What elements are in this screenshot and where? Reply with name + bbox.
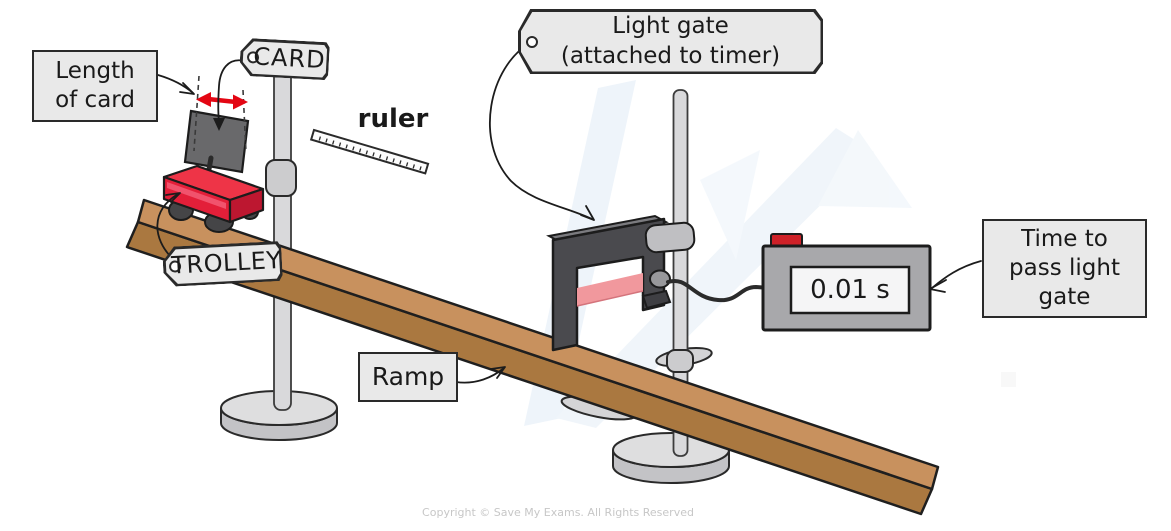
label-line: gate xyxy=(1038,283,1091,310)
ramp-label: Ramp xyxy=(358,352,458,402)
light-gate-tag-arrowhead xyxy=(580,205,595,221)
time-to-pass-label: Time to pass light gate xyxy=(982,219,1147,318)
left-stand-collar xyxy=(265,159,297,197)
light-gate-tag-string xyxy=(489,42,593,220)
annotation-arrows xyxy=(156,42,982,384)
label-line: Length xyxy=(55,58,135,85)
card-length-markers xyxy=(193,75,248,153)
trolley-tag-string xyxy=(156,193,179,259)
time-label-arrowhead xyxy=(929,279,947,293)
trolley-tag-text: TROLLEY xyxy=(170,246,283,281)
label-line: pass light xyxy=(1009,255,1120,282)
trolley-right-face xyxy=(228,187,265,224)
length-of-card-label: Length of card xyxy=(32,50,158,122)
length-double-arrow xyxy=(207,96,237,105)
ramp-label-arrowhead xyxy=(490,366,506,379)
label-line: Time to xyxy=(1021,226,1108,253)
light-gate-foot xyxy=(641,289,672,310)
light-beam-edge xyxy=(576,290,644,307)
timer-display-value: 0.01 s xyxy=(810,275,890,305)
timer-cable xyxy=(666,278,772,303)
ruler-icon xyxy=(309,128,430,175)
card-tag-arrowhead xyxy=(213,118,225,131)
time-to-pass-text: Time to pass light gate xyxy=(1009,225,1120,311)
label-line: of card xyxy=(55,87,135,113)
light-gate xyxy=(546,214,696,352)
stand-clamp xyxy=(644,221,696,254)
ramp xyxy=(125,198,940,516)
trolley-tag-arrowhead xyxy=(165,192,181,203)
length-label-arrow xyxy=(157,74,194,94)
timer-screen xyxy=(789,265,911,315)
left-stand-pole xyxy=(273,57,292,411)
left-stand xyxy=(220,57,338,441)
trolley-tag: TROLLEY xyxy=(162,241,283,287)
card-tag: CARD xyxy=(239,38,330,81)
label-line: Light gate xyxy=(612,12,729,39)
interrupt-card xyxy=(183,109,250,174)
light-gate-tag-text: Light gate (attached to timer) xyxy=(518,9,823,74)
ramp-label-text: Ramp xyxy=(371,362,445,392)
tag-hole xyxy=(526,35,538,48)
ramp-top-face xyxy=(136,198,940,491)
ramp-label-arrow xyxy=(455,367,505,384)
ruler-label: ruler xyxy=(357,104,429,134)
label-line: (attached to timer) xyxy=(560,42,781,69)
tag-fill xyxy=(520,11,821,72)
copyright-text: Copyright © Save My Exams. All Rights Re… xyxy=(422,506,694,519)
light-gate-tag: Light gate (attached to timer) xyxy=(518,9,823,74)
length-arrowhead-right xyxy=(233,94,248,110)
dashed-guide-left xyxy=(193,75,200,152)
cable-knob xyxy=(649,269,671,289)
length-arrowhead-left xyxy=(196,92,211,107)
right-stand-pole-collar xyxy=(666,349,694,373)
trolley-front-highlight xyxy=(167,182,226,209)
length-of-card-text: Length of card xyxy=(55,57,135,115)
card-tag-string xyxy=(217,59,246,123)
light-beam xyxy=(577,273,643,306)
card-tag-text: CARD xyxy=(252,42,327,75)
length-label-arrowhead xyxy=(179,82,195,95)
trolley xyxy=(162,109,265,233)
